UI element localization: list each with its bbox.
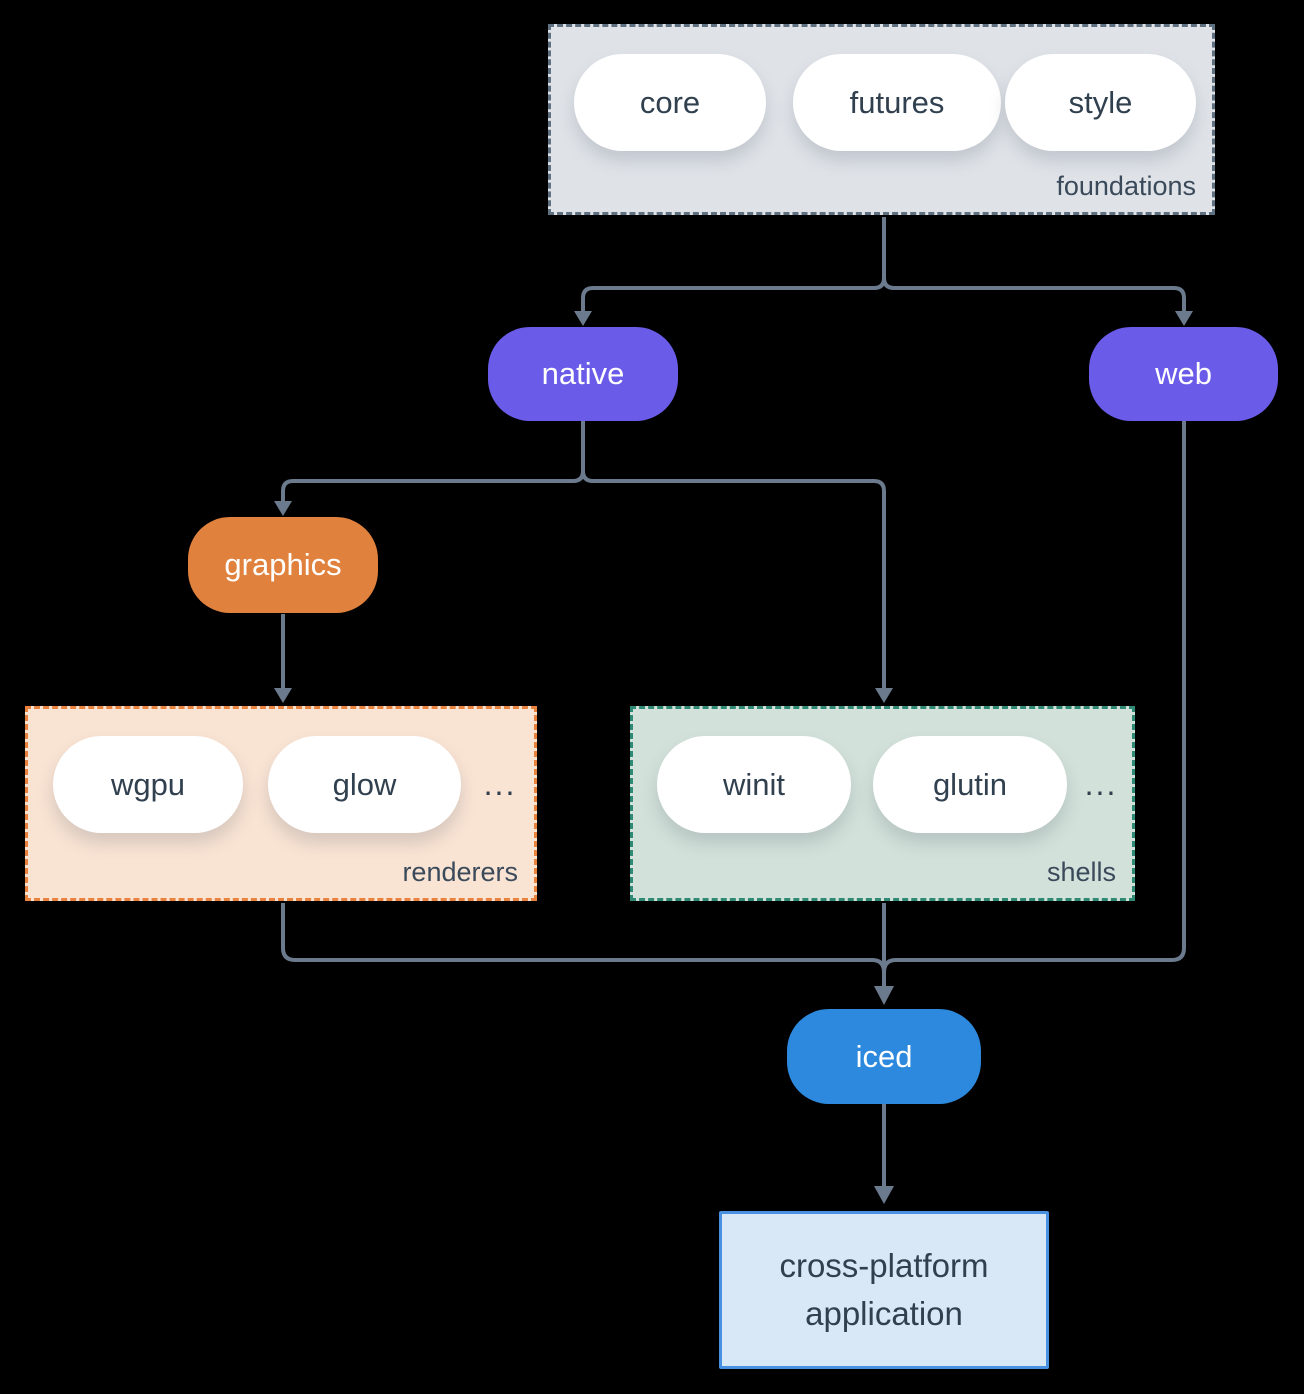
application-label-line1: cross-platform xyxy=(779,1247,989,1284)
edge-foundations-web xyxy=(882,217,1186,311)
renderers-ellipsis: ... xyxy=(483,766,517,802)
node-web: web xyxy=(1089,327,1278,421)
pill-glow: glow xyxy=(268,736,461,833)
edge-web-iced xyxy=(882,421,1186,986)
pill-futures: futures xyxy=(793,54,1001,151)
pill-winit: winit xyxy=(657,736,851,833)
node-cross-platform-application: cross-platform application xyxy=(719,1211,1049,1369)
pill-wgpu: wgpu xyxy=(53,736,243,833)
group-box-renderers: wgpu glow ... renderers xyxy=(25,706,537,901)
connector-paths xyxy=(281,217,1186,1186)
group-box-shells: winit glutin ... shells xyxy=(630,706,1135,901)
pill-style: style xyxy=(1005,54,1196,151)
node-graphics: graphics xyxy=(188,517,378,613)
arrowhead-native xyxy=(574,311,592,326)
arrowhead-web xyxy=(1175,311,1193,326)
edge-renderers-iced xyxy=(281,903,886,986)
group-box-foundations: core futures style foundations xyxy=(548,24,1215,215)
edge-native-shells xyxy=(581,421,886,688)
node-iced: iced xyxy=(787,1009,981,1104)
application-label-line2: application xyxy=(805,1295,963,1332)
edge-native-graphics xyxy=(281,421,585,501)
node-native: native xyxy=(488,327,678,421)
arrowhead-application xyxy=(874,1186,894,1204)
arrowhead-shells xyxy=(875,688,893,703)
shells-ellipsis: ... xyxy=(1084,766,1118,802)
arrowhead-renderers xyxy=(274,688,292,703)
group-label-foundations: foundations xyxy=(1056,171,1196,201)
arrowhead-graphics xyxy=(274,501,292,516)
arrowheads xyxy=(274,311,1193,1204)
pill-glutin: glutin xyxy=(873,736,1067,833)
group-label-renderers: renderers xyxy=(402,857,518,887)
arrowhead-iced xyxy=(874,986,894,1005)
pill-core: core xyxy=(574,54,766,151)
edge-foundations-native xyxy=(581,217,886,311)
group-label-shells: shells xyxy=(1046,857,1116,887)
